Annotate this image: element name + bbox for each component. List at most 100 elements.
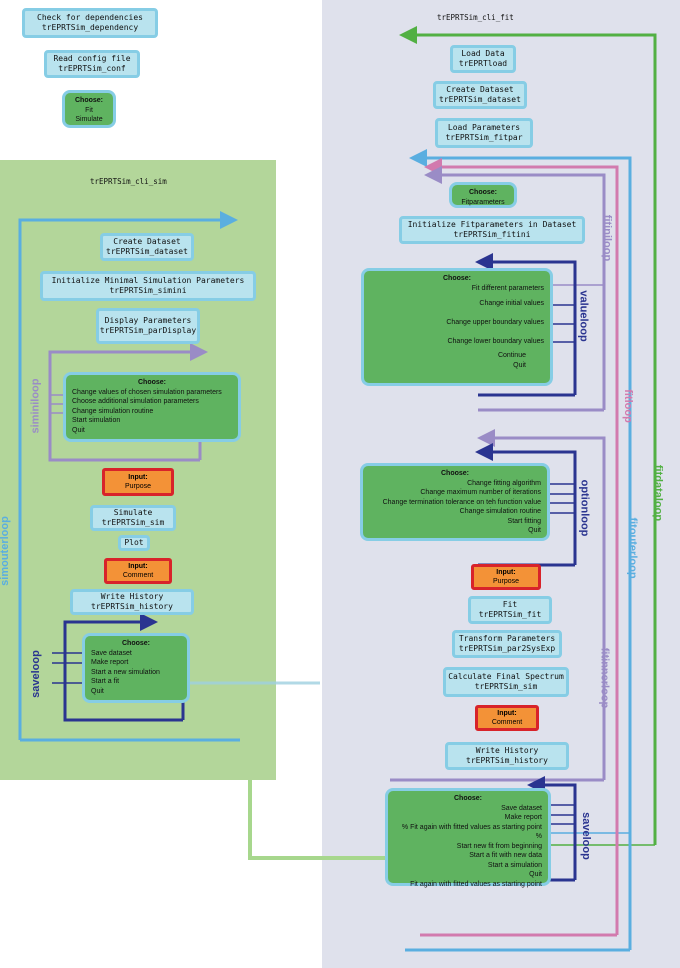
fit-fit-fn: trEPRTSim_fit	[478, 610, 542, 619]
fit-choose2-title: Choose:	[441, 470, 469, 477]
fit-create-label: Create Dataset	[446, 85, 514, 94]
read-config-fn: trEPRTSim_conf	[58, 64, 126, 73]
fit-choose-fitparameters: Choose: Fitparameters	[449, 182, 517, 208]
sim-choose2-item: Make report	[91, 659, 129, 666]
fitdataloop-label: fitdataloop	[652, 464, 665, 522]
fit-final-fn: trEPRTSim_sim	[474, 682, 538, 691]
fit-choose2-item: Start fitting	[507, 517, 541, 525]
fit-choose1-item: Fit different parameters	[471, 285, 544, 292]
sim-choose1-item: Quit	[72, 426, 85, 434]
sim-choose1-item: Start simulation	[72, 417, 121, 424]
fitiniloop-arrow	[424, 166, 606, 410]
fit-choose2-item: Change termination tolerance on teh func…	[382, 498, 541, 506]
fit-choose2-item: Change maximum number of iterations	[420, 489, 541, 496]
fit-choose-box-2: Choose: Change fitting algorithm Change …	[360, 463, 550, 541]
fit-choose3-item: Save dataset	[501, 804, 542, 812]
fit-load-fn: trEPRTload	[458, 59, 508, 68]
optionloop-label: optionloop	[578, 479, 591, 537]
sim-to-fit-green-connector	[248, 780, 385, 860]
siminiloop-arrow	[48, 343, 208, 462]
fit-load-label: Load Data	[461, 49, 505, 58]
check-dependencies-fn: trEPRTSim_dependency	[41, 23, 139, 32]
fit-choosefp-title: Choose:	[469, 189, 497, 196]
read-config-box: Read config file trEPRTSim_conf	[44, 50, 140, 78]
fit-purpose-label: Purpose	[492, 578, 520, 585]
sim-saveloop-label: saveloop	[29, 650, 42, 698]
optionloop-arrow	[475, 443, 577, 565]
sim-panel-title: trEPRTSim_cli_sim	[90, 177, 167, 186]
sim-purpose-label: Purpose	[124, 483, 152, 490]
fit-choose3-item: Fit again with fitted values as starting…	[410, 880, 542, 888]
fit-fitini-box: Initialize Fitparameters in Dataset trEP…	[399, 216, 585, 244]
fit-purpose-input: Input: Purpose	[471, 564, 541, 590]
fit-comment-title: Input:	[497, 710, 517, 717]
fit-choose-box-3: Choose: Save dataset Make report % Fit a…	[385, 788, 551, 888]
fit-fitpar-label: Load Parameters	[447, 123, 521, 132]
fitiniloop-label: fitiniloop	[601, 214, 614, 262]
valueloop-arrow	[475, 253, 577, 395]
fit-transform-box: Transform Parameters trEPRTSim_par2SysEx…	[452, 630, 562, 658]
fit-choose2-item: Quit	[528, 527, 541, 534]
fit-fitini-fn: trEPRTSim_fitini	[453, 230, 531, 239]
sim-display-box: Display Parameters trEPRTSim_parDisplay	[96, 308, 200, 344]
sim-simini-fn: trEPRTSim_simini	[109, 286, 187, 295]
check-dependencies-box: Check for dependencies trEPRTSim_depende…	[22, 8, 158, 38]
fit-create-dataset-box: Create Dataset trEPRTSim_dataset	[433, 81, 527, 109]
fitloop-label: fitloop	[621, 389, 634, 423]
sim-plot-box: Plot	[118, 535, 150, 551]
fit-fit-label: Fit	[502, 600, 518, 609]
fit-panel-title: trEPRTSim_cli_fit	[437, 13, 514, 22]
fit-choose1-title: Choose:	[443, 275, 471, 282]
fit-saveloop-label: saveloop	[579, 812, 592, 860]
sim-choose2-item: Start a fit	[91, 678, 120, 685]
fit-choose-box-1: Choose: Fit different parameters Change …	[361, 268, 553, 386]
fit-choose1-item: Quit	[513, 362, 526, 369]
fit-fit-box: Fit trEPRTSim_fit	[468, 596, 552, 624]
fitouterloop-arrow	[409, 149, 632, 950]
top-choose-box: Choose: Fit Simulate	[62, 90, 116, 128]
sim-history-fn: trEPRTSim_history	[91, 602, 173, 611]
fit-history-label: Write History	[475, 746, 539, 755]
sim-display-fn: trEPRTSim_parDisplay	[99, 326, 197, 335]
sim-choose-box-1: Choose: Change values of chosen simulati…	[63, 372, 241, 442]
sim-saveloop-arrow	[63, 613, 183, 722]
fitinnerloop-arrow	[477, 429, 606, 780]
sim-choose2-title: Choose:	[122, 640, 150, 647]
fit-choose3-item: Start new fit from beginning	[456, 842, 542, 850]
sim-choose1-title: Choose:	[138, 379, 166, 386]
fit-choose1-item: Change lower boundary values	[447, 338, 544, 345]
fit-transform-label: Transform Parameters	[458, 634, 556, 643]
sim-display-label: Display Parameters	[104, 316, 192, 325]
fitdataloop-arrow	[399, 26, 657, 845]
sim-purpose-title: Input:	[128, 474, 148, 481]
fit-choose2-item: Change fitting algorithm	[467, 479, 541, 487]
siminiloop-label: siminiloop	[29, 378, 42, 434]
fit-final-label: Calculate Final Spectrum	[448, 672, 564, 681]
top-choose-title: Choose:	[75, 97, 103, 104]
fit-purpose-title: Input:	[496, 569, 516, 576]
fitloop-arrow	[424, 158, 619, 935]
fit-final-spectrum-box: Calculate Final Spectrum trEPRTSim_sim	[443, 667, 569, 697]
fit-comment-label: Comment	[491, 719, 523, 726]
fit-history-fn: trEPRTSim_history	[466, 756, 548, 765]
fit-choosefp-label: Fitparameters	[461, 198, 505, 206]
fit-choose1-item: Change initial values	[479, 300, 544, 307]
sim-choose2-item: Start a new simulation	[91, 668, 160, 676]
fit-fitini-label: Initialize Fitparameters in Dataset	[407, 220, 577, 229]
sim-choose1-item: Change simulation routine	[72, 407, 154, 415]
sim-choose1-item: Choose additional simulation parameters	[72, 398, 199, 405]
check-dependencies-label: Check for dependencies	[37, 13, 143, 22]
sim-history-label: Write History	[100, 592, 164, 601]
sim-create-label: Create Dataset	[113, 237, 181, 246]
sim-plot-label: Plot	[124, 538, 144, 547]
fit-load-data-box: Load Data trEPRTload	[450, 45, 516, 73]
sim-create-fn: trEPRTSim_dataset	[106, 247, 188, 256]
sim-simini-box: Initialize Minimal Simulation Parameters…	[40, 271, 256, 301]
sim-choose2-item: Quit	[91, 687, 104, 695]
sim-choose2-item: Save dataset	[91, 649, 132, 657]
fit-choose3-item: Make report	[504, 814, 542, 821]
fit-choose1-item: Change upper boundary values	[446, 319, 544, 326]
sim-simini-label: Initialize Minimal Simulation Parameters	[51, 276, 245, 285]
sim-comment-label: Comment	[122, 572, 154, 579]
